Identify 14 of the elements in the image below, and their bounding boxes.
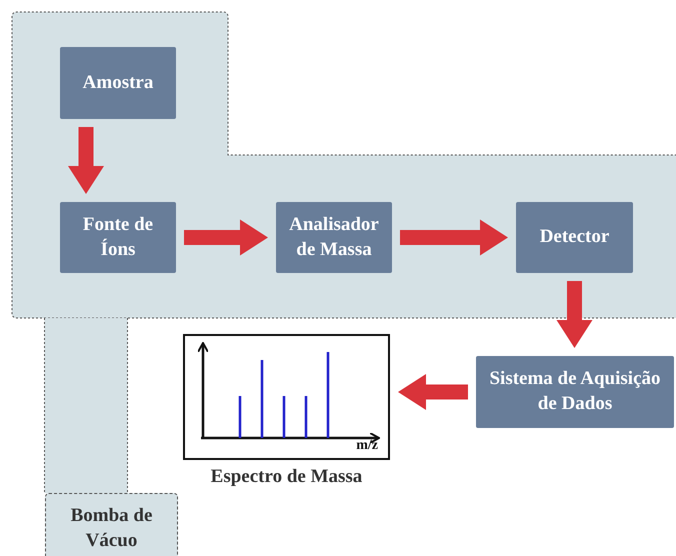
chart-caption: Espectro de Massa bbox=[210, 466, 364, 488]
process-box: Fonte de Íons bbox=[60, 202, 176, 273]
process-box: Sistema de Aquisição de Dados bbox=[476, 356, 674, 428]
axis-label: m/z bbox=[356, 438, 378, 454]
process-box: Detector bbox=[516, 202, 633, 273]
arrow bbox=[556, 281, 592, 348]
arrow bbox=[400, 220, 508, 256]
process-box: Amostra bbox=[60, 47, 176, 119]
arrow bbox=[398, 374, 468, 410]
arrow bbox=[184, 220, 268, 256]
arrow bbox=[68, 127, 104, 194]
pump-box: Bomba de Vácuo bbox=[45, 493, 178, 556]
process-box: Analisador de Massa bbox=[276, 202, 392, 273]
vacuum-pipe bbox=[44, 318, 128, 494]
